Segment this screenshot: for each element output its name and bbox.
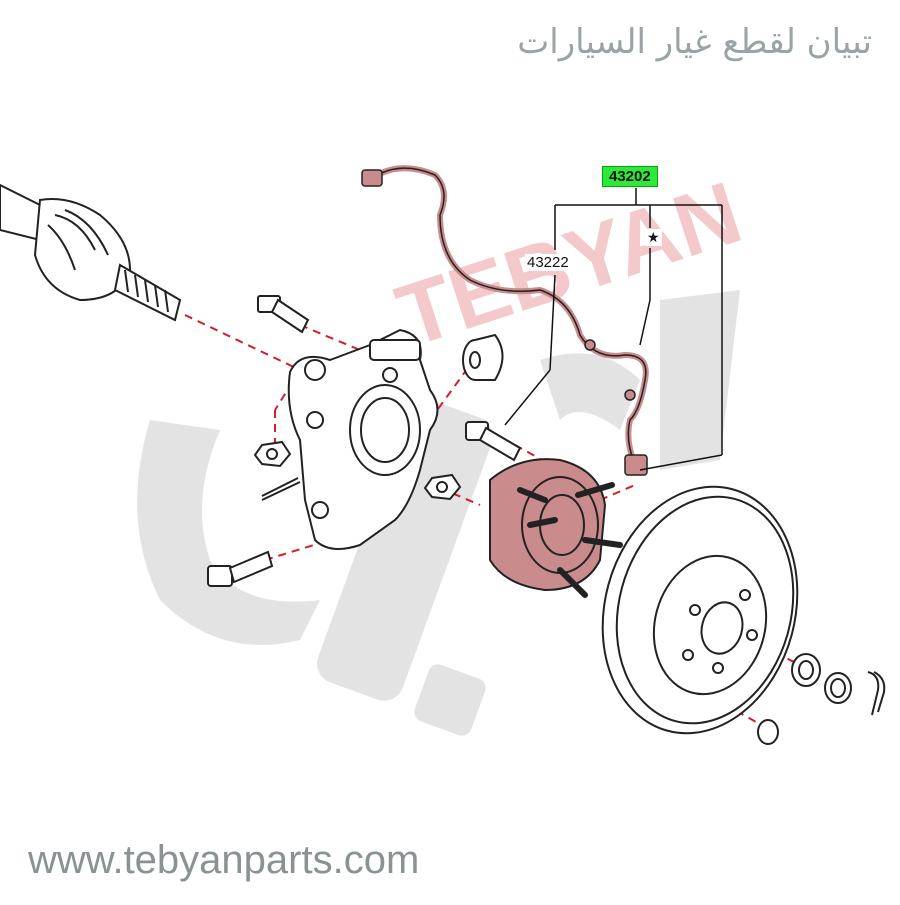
steering-knuckle — [287, 328, 439, 550]
callout-brackets — [504, 188, 723, 471]
lock-cap — [824, 672, 852, 704]
cotter-pin-right — [867, 671, 886, 716]
nut-center — [423, 473, 462, 501]
brand-arabic-title: تبيان لقطع غيار السيارات — [517, 22, 872, 62]
part-number-43222[interactable]: 43222 — [525, 254, 571, 271]
drive-shaft — [0, 183, 182, 322]
bolt-upper — [257, 295, 310, 334]
abs-sensor-wire-outline — [361, 167, 648, 476]
wheel-hub-assembly — [489, 458, 623, 598]
star-marker-icon: ★ — [645, 229, 662, 246]
axle-nut — [791, 653, 821, 687]
bushing — [462, 333, 504, 381]
website-url[interactable]: www.tebyanparts.com — [28, 838, 420, 882]
cotter-pin-left — [261, 477, 301, 501]
part-number-43202[interactable]: 43202 — [602, 166, 658, 187]
wheel-stud — [757, 719, 779, 745]
bolt-lower — [207, 550, 274, 587]
nut-left — [253, 440, 292, 468]
bolt-hub — [465, 421, 522, 462]
brake-rotor — [601, 485, 799, 735]
